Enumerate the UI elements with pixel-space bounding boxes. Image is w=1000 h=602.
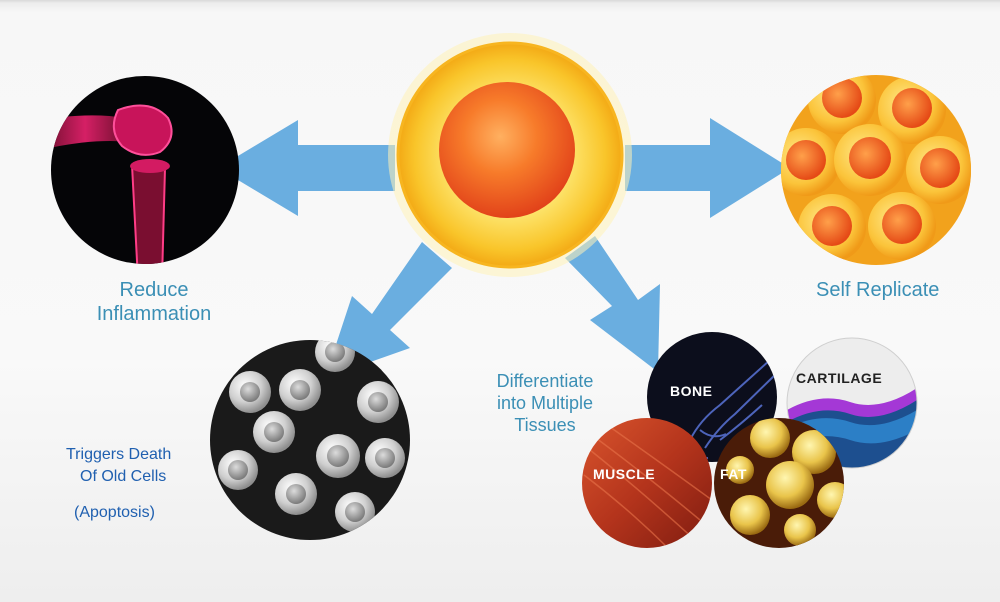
differentiate-label: Differentiate into Multiple Tissues [480, 370, 610, 436]
differentiate-line-1: Differentiate [496, 371, 594, 391]
reduce-line-1: Reduce [119, 279, 189, 301]
differentiate-line-3: Tissues [514, 415, 576, 435]
gray-cell [335, 492, 375, 532]
gray-cell [229, 371, 271, 413]
stem-cell [388, 33, 632, 277]
gray-cell [316, 434, 360, 478]
reduce-inflammation-label: Reduce Inflammation [74, 278, 234, 326]
triggers-line-3: (Apoptosis) [74, 504, 155, 521]
reduce-line-2: Inflammation [96, 303, 212, 325]
gray-cell [279, 369, 321, 411]
mini-cell [878, 76, 946, 144]
mini-cell [781, 128, 840, 196]
mini-cell [834, 124, 906, 196]
knee-joint-image [51, 76, 239, 264]
muscle-label: MUSCLE [593, 466, 656, 482]
fat-label: FAT [720, 466, 747, 482]
self-replicate-label: Self Replicate [816, 279, 940, 301]
bone-label: BONE [670, 383, 713, 399]
arrow-left [218, 120, 395, 216]
mini-cell [868, 192, 936, 260]
differentiate-line-2: into Multiple [496, 393, 594, 413]
triggers-line-2: Of Old Cells [80, 468, 167, 485]
arrow-down-left [325, 242, 452, 378]
gray-cell [365, 438, 405, 478]
mini-cell [906, 136, 971, 204]
replicating-cells-image [781, 75, 971, 265]
triggers-line-1: Triggers Death [66, 446, 172, 463]
apoptosis-cells-image [210, 340, 410, 540]
cartilage-label: CARTILAGE [796, 370, 883, 386]
fat-image [714, 418, 844, 548]
gray-cell [218, 450, 258, 490]
arrow-down-right [565, 236, 660, 372]
gray-cell [253, 411, 295, 453]
mini-cell [808, 75, 876, 134]
muscle-image [582, 418, 712, 548]
triggers-death-label: Triggers Death Of Old Cells (Apoptosis) [62, 444, 171, 524]
arrow-right [625, 118, 790, 218]
gray-cell [357, 381, 399, 423]
mini-cell [798, 194, 866, 262]
gray-cell [275, 473, 317, 515]
